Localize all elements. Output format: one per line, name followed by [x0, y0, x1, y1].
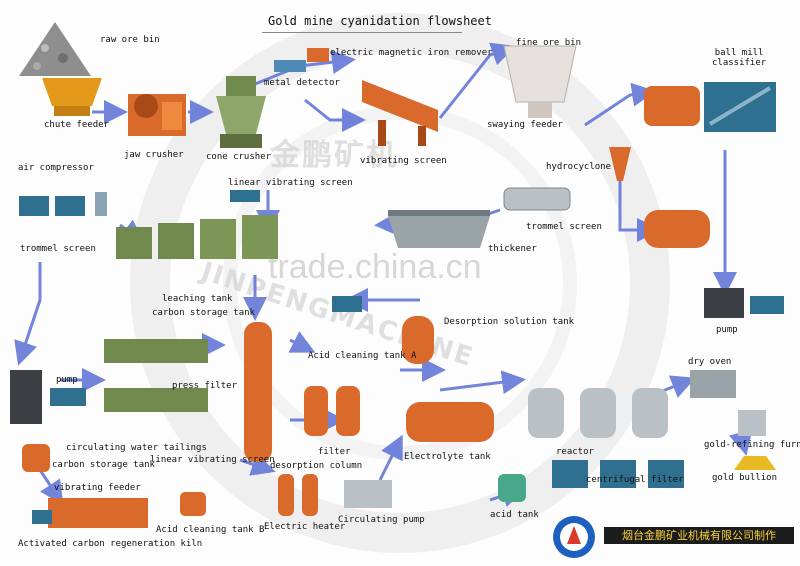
- label-cone-crusher: cone crusher: [206, 152, 272, 162]
- regeneration-kiln-graphic: [32, 498, 148, 528]
- label-linear-vibrating-screen: linear vibrating screen: [228, 178, 353, 188]
- label-vibrating-feeder: vibrating feeder: [54, 483, 141, 493]
- cone-crusher-graphic: [216, 76, 266, 148]
- small-pump-graphic: [332, 296, 362, 312]
- dry-oven-graphic: [690, 370, 736, 398]
- label-swaying-feeder: swaying feeder: [487, 120, 563, 130]
- label-pump-right: pump: [716, 325, 738, 335]
- label-carbon-storage-tank-top: carbon storage tank: [152, 308, 255, 318]
- flow-4: [304, 98, 366, 132]
- label-press-filter: press filter: [172, 381, 238, 391]
- flow-5: [438, 42, 516, 119]
- label-air-compressor: air compressor: [18, 163, 94, 173]
- reactors-graphic: [528, 388, 668, 438]
- press-filter-top-graphic: [104, 339, 208, 363]
- label-circulating-water-tailings: circulating water tailings: [66, 443, 207, 453]
- label-gold-refining-furnace: gold-refining furnace: [704, 440, 800, 450]
- label-hydrocyclone: hydrocyclone: [546, 162, 612, 172]
- flow-16: [439, 370, 526, 395]
- trommel-screen-top-graphic: [503, 187, 571, 211]
- pump-left-graphic: [50, 388, 86, 406]
- left-tank-graphic: [10, 370, 42, 424]
- label-desorption-column: desorption column: [270, 461, 363, 471]
- label-electrolyte-tank: Electrolyte tank: [404, 452, 491, 462]
- label-reactor: reactor: [556, 447, 594, 457]
- label-iron-remover: electric magnetic iron remover: [330, 48, 493, 58]
- ball-mill-2-graphic: [644, 210, 710, 248]
- press-filter-bottom-graphic: [104, 388, 208, 412]
- label-desorption-solution-tank: Desorption solution tank: [444, 317, 575, 327]
- label-acid-cleaning-tank-a: Acid cleaning tank A: [308, 351, 417, 361]
- label-jaw-crusher: jaw crusher: [124, 150, 184, 160]
- gold-refining-furnace-graphic: [738, 410, 766, 436]
- title-underline: [262, 32, 462, 33]
- label-regeneration-kiln: Activated carbon regeneration kiln: [18, 539, 203, 549]
- label-filter: filter: [318, 447, 351, 457]
- watermark-cn: 金鹏矿机: [270, 138, 398, 173]
- metal-detector-graphic: [274, 60, 306, 72]
- desorption-solution-tank-graphic: [402, 316, 434, 364]
- carbon-storage-tank-low-graphic: [22, 444, 50, 472]
- label-centrifugal-filter: centrifugal filter: [586, 475, 684, 485]
- fine-ore-bin-graphic: [503, 45, 577, 118]
- carbon-storage-column-graphic: [244, 322, 272, 462]
- label-pump-left: pump: [56, 375, 78, 385]
- label-acid-cleaning-tank-b: Acid cleaning tank B: [156, 525, 265, 535]
- acid-tank-graphic: [498, 474, 526, 502]
- label-metal-detector: metal detector: [264, 78, 340, 88]
- electric-heater-graphic: [278, 474, 318, 516]
- gold-bullion-graphic: [734, 456, 776, 470]
- label-vibrating-screen: vibrating screen: [360, 156, 447, 166]
- acid-cleaning-tank-b-graphic: [180, 492, 206, 516]
- label-trommel-screen-top: trommel screen: [526, 222, 602, 232]
- logo-icon: [553, 516, 595, 558]
- filter-graphic: [304, 386, 360, 436]
- ball-mill-classifier-graphic: [644, 82, 776, 132]
- raw-ore-bin-graphic: [19, 22, 91, 76]
- label-thickener: thickener: [488, 244, 537, 254]
- flow-22: [239, 452, 276, 476]
- label-raw-ore-bin: raw ore bin: [100, 35, 160, 45]
- label-leaching-tank: leaching tank: [162, 294, 233, 304]
- flow-8: [618, 180, 661, 242]
- electrolyte-tank-graphic: [406, 402, 494, 442]
- flow-19: [14, 262, 42, 366]
- label-ball-mill-classifier: ball mill classifier: [712, 48, 767, 68]
- vibrating-screen-graphic: [362, 80, 438, 146]
- chute-feeder-graphic: [42, 78, 102, 116]
- circulating-pump-graphic: [344, 480, 392, 508]
- label-chute-feeder: chute feeder: [44, 120, 110, 130]
- label-circulating-pump: Circulating pump: [338, 515, 425, 525]
- jaw-crusher-graphic: [128, 94, 186, 136]
- label-trommel-screen-left: trommel screen: [20, 244, 96, 254]
- company-footer: 烟台金鹏矿业机械有限公司制作: [604, 527, 794, 544]
- label-electric-heater: Electric heater: [264, 522, 346, 532]
- flow-24: [38, 469, 64, 505]
- leaching-tanks-graphic: [116, 215, 278, 259]
- pump-right-graphic: [704, 288, 784, 318]
- flow-23: [378, 434, 403, 481]
- air-compressor-graphic: [19, 192, 107, 216]
- label-acid-tank: acid tank: [490, 510, 539, 520]
- thickener-graphic: [388, 210, 490, 248]
- flow-13: [288, 331, 316, 353]
- label-carbon-storage-tank-low: carbon storage tank: [52, 460, 155, 470]
- page-title: Gold mine cyanidation flowsheet: [268, 14, 492, 28]
- label-linear-vibrating-screen-low: linear vibrating screen: [150, 455, 275, 465]
- label-gold-bullion: gold bullion: [712, 473, 778, 483]
- linear-vibrating-screen-graphic: [230, 190, 260, 202]
- label-fine-ore-bin: fine ore bin: [516, 38, 582, 48]
- watermark-trade: trade.china.cn: [268, 248, 482, 286]
- iron-remover-graphic: [307, 48, 329, 62]
- centrifugal-filter-graphic: [552, 460, 684, 488]
- label-dry-oven: dry oven: [688, 357, 732, 367]
- hydrocyclone-graphic: [609, 147, 631, 181]
- flow-6: [584, 82, 656, 127]
